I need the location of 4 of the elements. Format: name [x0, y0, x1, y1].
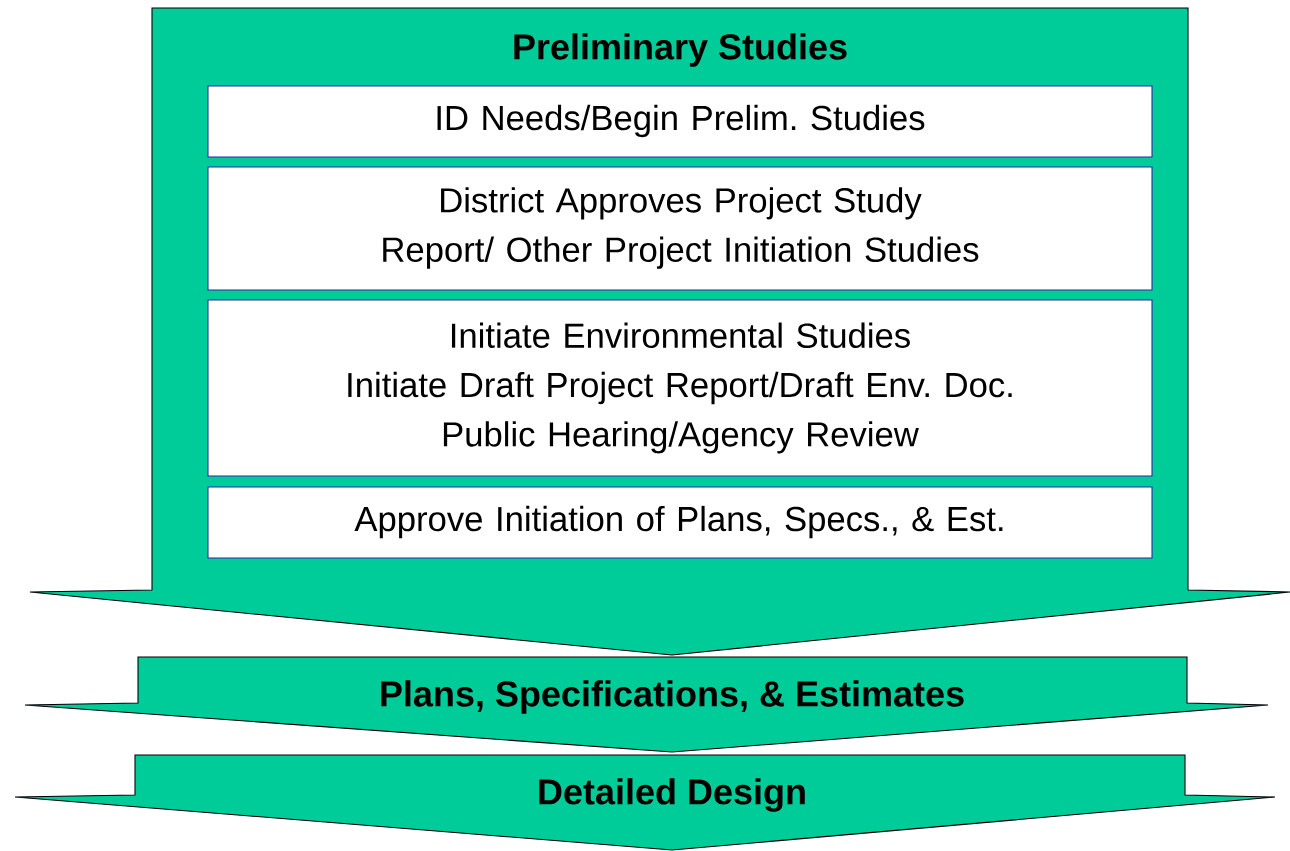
step-box: District Approves Project Study Report/ Other Project Initiation Studies — [207, 166, 1153, 291]
step-box: Approve Initiation of Plans, Specs., & Est. — [207, 486, 1153, 559]
step-box: Initiate Environmental Studies Initiate Draft Project Report/Draft Env. Doc. Public Hearing/Agency Review — [207, 299, 1153, 477]
step-box: ID Needs/Begin Prelim. Studies — [207, 85, 1153, 158]
